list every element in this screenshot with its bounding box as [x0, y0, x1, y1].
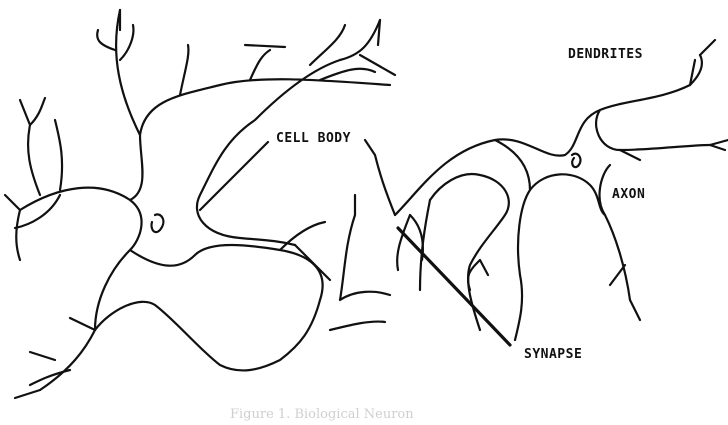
right-neuron — [365, 40, 728, 340]
synapse-label: SYNAPSE — [524, 347, 582, 362]
dendrites-label: DENDRITES — [568, 47, 643, 62]
right-soma-mark — [572, 154, 580, 167]
right-neuron-body — [395, 55, 710, 340]
axon-label: AXON — [612, 187, 645, 202]
right-neuron-branches — [365, 40, 728, 320]
synapse-pointer-line — [398, 228, 510, 345]
left-neuron — [5, 10, 395, 398]
left-neuron-body — [20, 10, 390, 390]
left-soma-mark — [151, 214, 163, 232]
figure-caption: Figure 1. Biological Neuron — [230, 407, 414, 422]
cell-body-label: CELL BODY — [276, 131, 351, 146]
left-neuron-branches — [5, 10, 395, 398]
